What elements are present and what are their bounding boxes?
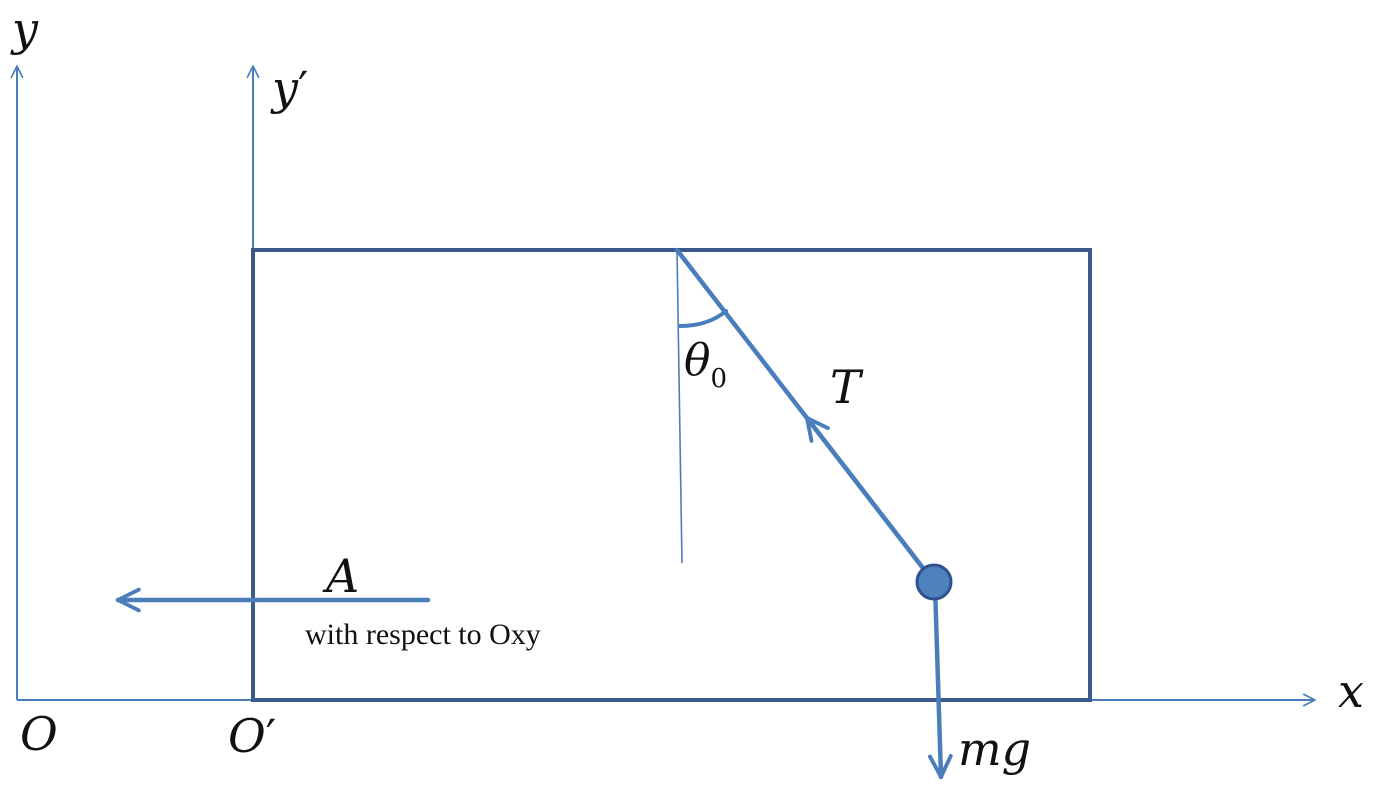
acceleration-note: with respect to Oxy — [305, 618, 541, 651]
y-axis-label: y — [10, 2, 39, 56]
origin-prime-label: O′ — [228, 709, 276, 763]
pendulum-bob — [915, 563, 953, 601]
tension-label: T — [830, 360, 864, 414]
acceleration-label: A — [322, 549, 359, 603]
origin-prime-mark: ′ — [266, 709, 276, 763]
box — [251, 248, 1092, 702]
y-prime-axis-label: y′ — [270, 61, 308, 115]
theta-subscript: 0 — [711, 364, 728, 394]
y-prime-mark: ′ — [298, 61, 308, 115]
origin-label: O — [20, 707, 58, 761]
vertical-reference-line — [676, 249, 683, 564]
weight-arrow — [928, 582, 953, 780]
x-axis-label: x — [1338, 664, 1364, 718]
origin-prime-letter: O — [228, 709, 266, 763]
theta-label: θ0 — [684, 335, 727, 394]
y-prime-letter: y — [270, 61, 299, 115]
weight-label: mg — [958, 722, 1031, 776]
theta-angle-arc — [678, 309, 728, 328]
theta-symbol: θ — [684, 335, 711, 386]
tension-arrow — [804, 415, 936, 584]
